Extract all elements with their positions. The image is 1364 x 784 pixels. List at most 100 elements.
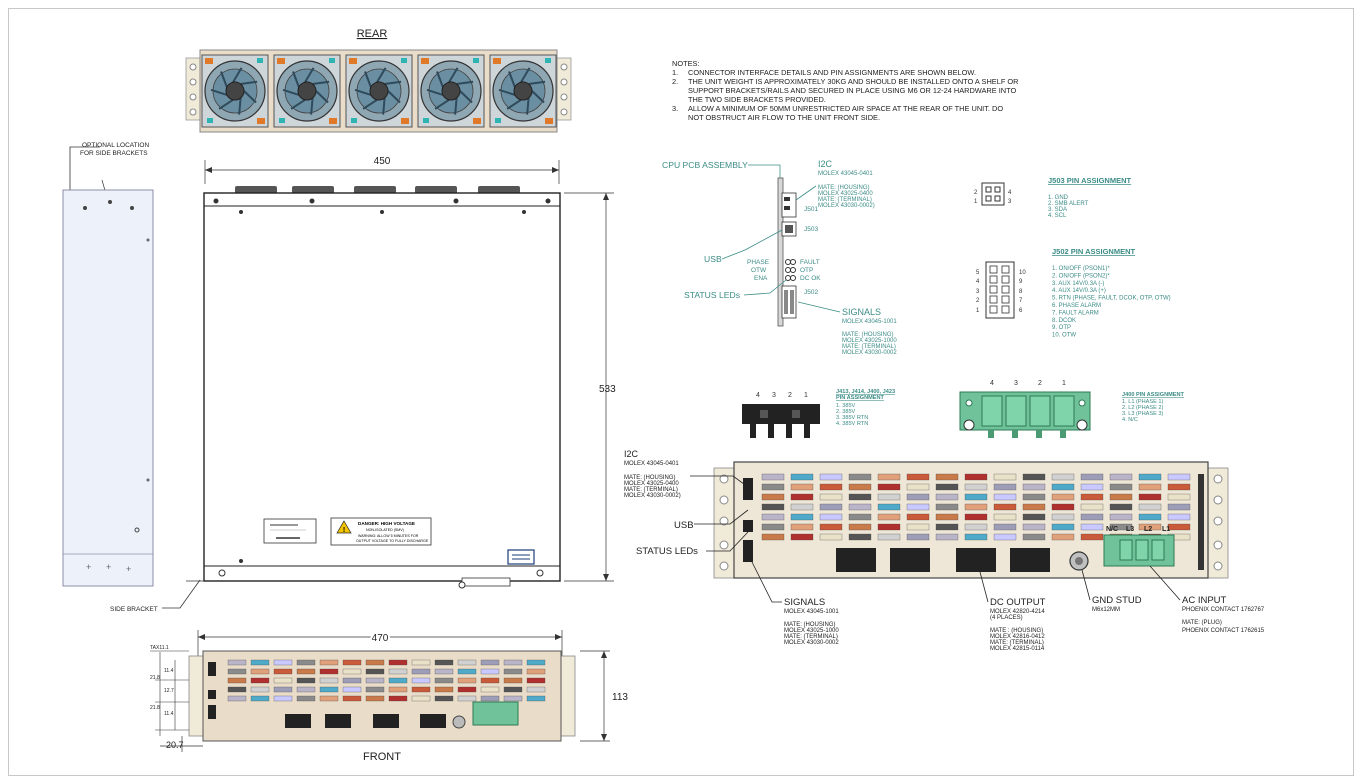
fp-dc-output-title: DC OUTPUT	[990, 597, 1046, 608]
pcb-signals-title: SIGNALS	[842, 307, 881, 317]
ac-conn-num-3: 3	[1014, 380, 1018, 387]
j502-pin-item: 1. ON/OFF (PSON1)*	[1052, 266, 1110, 272]
svg-text:+: +	[86, 562, 91, 572]
note-2-text-2: SUPPORT BRACKETS/RAILS AND SECURED IN PL…	[688, 86, 1017, 95]
note-2-text-3: THE TWO SIDE BRACKETS PROVIDED.	[688, 95, 826, 104]
j502-pin-item: 8. DCOK	[1052, 318, 1076, 324]
fan	[345, 54, 413, 128]
j503-num-1: 1	[974, 199, 978, 205]
svg-text:+: +	[126, 564, 131, 574]
ac-label-l2: L2	[1144, 526, 1152, 533]
fp-signals-line-3: MATE: (HOUSING)	[784, 622, 836, 628]
front-view-title: FRONT	[363, 751, 401, 763]
ac-conn-pin-4: 4. N/C	[1122, 417, 1138, 423]
top-depth-dimension: 533	[599, 384, 616, 395]
dc-conn-num-2: 2	[788, 392, 792, 399]
j503-num-4: 4	[1008, 190, 1012, 196]
fp-dc-output-line-1: MOLEX 42820-4214	[990, 609, 1045, 615]
ac-conn-pin-1: 1. L1 (PHASE 1)	[1122, 399, 1163, 405]
ac-label-l1: L1	[1162, 526, 1170, 533]
warning-label-title: DANGER: HIGH VOLTAGE	[358, 521, 415, 526]
j503-num-2: 2	[974, 190, 978, 196]
fp-i2c-line-1: MOLEX 43045-0401	[624, 461, 679, 467]
dc-conn-pin-2: 2. 385V	[836, 409, 856, 415]
j502-right-9: 9	[1019, 279, 1023, 285]
dc-conn-pin-3: 3. 385V RTN	[836, 415, 868, 421]
pcb-i2c-title: I2C	[818, 159, 833, 169]
fp-signals-line-1: MOLEX 43045-1001	[784, 609, 839, 615]
j503-label: J503	[804, 226, 818, 233]
notes: NOTES: 1. CONNECTOR INTERFACE DETAILS AN…	[672, 59, 1018, 122]
fp-dc-output-line-6: MATE: (TERMINAL)	[990, 640, 1044, 646]
j503-pin-3: 3. SDA	[1048, 207, 1067, 213]
fp-i2c-line-4: MOLEX 43025-0400	[624, 481, 679, 487]
dc-conn-title-1: J413, J414, J400, J423	[836, 389, 895, 395]
front-panel-large: N/C L3 L2 L1	[713, 461, 1229, 579]
fan	[489, 54, 557, 128]
warning-label-line-3: OUTPUT VOLTAGE TO FULLY DISCHARGE	[356, 539, 429, 543]
fp-dc-output-line-5: MOLEX 42816-0412	[990, 634, 1045, 640]
fp-signals-line-5: MATE: (TERMINAL)	[784, 634, 838, 640]
front-left-dim-3: 21.8	[150, 675, 160, 681]
svg-text:+: +	[106, 562, 111, 572]
fp-status-leds-label: STATUS LEDs	[636, 546, 698, 557]
note-3-text-2: NOT OBSTRUCT AIR FLOW TO THE UNIT FRONT …	[688, 113, 880, 122]
j503-pin-2: 2. SMB ALERT	[1048, 201, 1089, 207]
fp-signals-line-6: MOLEX 43030-0002	[784, 640, 839, 646]
dc-conn-pin-1: 1. 385V	[836, 403, 856, 409]
fp-ac-input-line-1: PHOENIX CONTACT 1762767	[1182, 607, 1265, 613]
j503-pin-4: 4. SCL	[1048, 213, 1067, 219]
j502-pin-item: 10. OTW	[1052, 333, 1076, 339]
ac-label-l3: L3	[1126, 526, 1134, 533]
j502-left-5: 5	[976, 270, 980, 276]
led-left-3: ENA	[754, 275, 768, 282]
j502-label: J502	[804, 289, 818, 296]
fp-ac-input-title: AC INPUT	[1182, 595, 1227, 606]
rear-view-title: REAR	[357, 28, 388, 40]
top-view: 450 ! DANGER: HIGH VOLTAGE	[186, 156, 616, 589]
j502-pin-item: 4. AUX 14V/0.3A (+)	[1052, 288, 1106, 294]
warning-label-line-2: WARNING: ALLOW 5 MINUTES FOR	[358, 534, 419, 538]
fp-ac-input-line-3: MATE: (PLUG)	[1182, 620, 1222, 626]
j501-label: J501	[804, 206, 818, 213]
pcb-signals-line-1: MOLEX 43045-1001	[842, 319, 897, 325]
fp-signals-line-4: MOLEX 43025-1000	[784, 628, 839, 634]
fp-i2c-line-3: MATE: (HOUSING)	[624, 475, 676, 481]
j503-pin-1: 1. GND	[1048, 195, 1069, 201]
fp-dc-output-line-2: (4 PLACES)	[990, 615, 1023, 621]
front-offset-dimension: 20.7	[166, 740, 184, 750]
ac-label-nc: N/C	[1106, 526, 1118, 533]
pcb-signals-line-5: MATE: (TERMINAL)	[842, 344, 896, 350]
front-panel-callouts: I2C MOLEX 43045-0401 MATE: (HOUSING) MOL…	[624, 449, 1265, 652]
j502-title: J502 PIN ASSIGNMENT	[1052, 247, 1135, 256]
front-left-dim-2: 11.4	[164, 668, 174, 674]
pcb-i2c-line-3: MATE: (HOUSING)	[818, 185, 870, 191]
j503-num-3: 3	[1008, 199, 1012, 205]
dc-conn-title-2: PIN ASSIGNMENT	[836, 395, 885, 401]
svg-text:!: !	[343, 527, 345, 534]
dc-connector-detail: 4 3 2 1 J413, J414, J400, J423 PIN ASSIG…	[742, 389, 895, 438]
j502-pin-item: 7. FAULT ALARM	[1052, 310, 1099, 316]
dc-conn-num-3: 3	[772, 392, 776, 399]
note-1-text: CONNECTOR INTERFACE DETAILS AND PIN ASSI…	[688, 68, 976, 77]
j502-left-3: 3	[976, 289, 980, 295]
led-left-1: PHASE	[747, 259, 770, 266]
cpu-pcb-assembly: CPU PCB ASSEMBLY J501 J503 PHASE OTW ENA…	[662, 159, 897, 356]
notes-heading: NOTES:	[672, 59, 700, 68]
led-right-3: DC OK	[800, 275, 821, 282]
ac-conn-num-4: 4	[990, 380, 994, 387]
note-3-num: 3.	[672, 104, 678, 113]
j502-right-7: 7	[1019, 298, 1023, 304]
pcb-usb-label: USB	[704, 254, 722, 264]
fp-dc-output-line-7: MOLEX 42815-0114	[990, 646, 1045, 652]
fp-usb-label: USB	[674, 520, 694, 531]
j503-title: J503 PIN ASSIGNMENT	[1048, 176, 1131, 185]
front-width-dimension: 470	[372, 633, 389, 644]
fp-signals-title: SIGNALS	[784, 597, 825, 608]
dc-conn-num-4: 4	[756, 392, 760, 399]
fan	[273, 54, 341, 128]
j502-right-8: 8	[1019, 289, 1023, 295]
front-left-dim-1: TAX11.1	[150, 645, 169, 651]
